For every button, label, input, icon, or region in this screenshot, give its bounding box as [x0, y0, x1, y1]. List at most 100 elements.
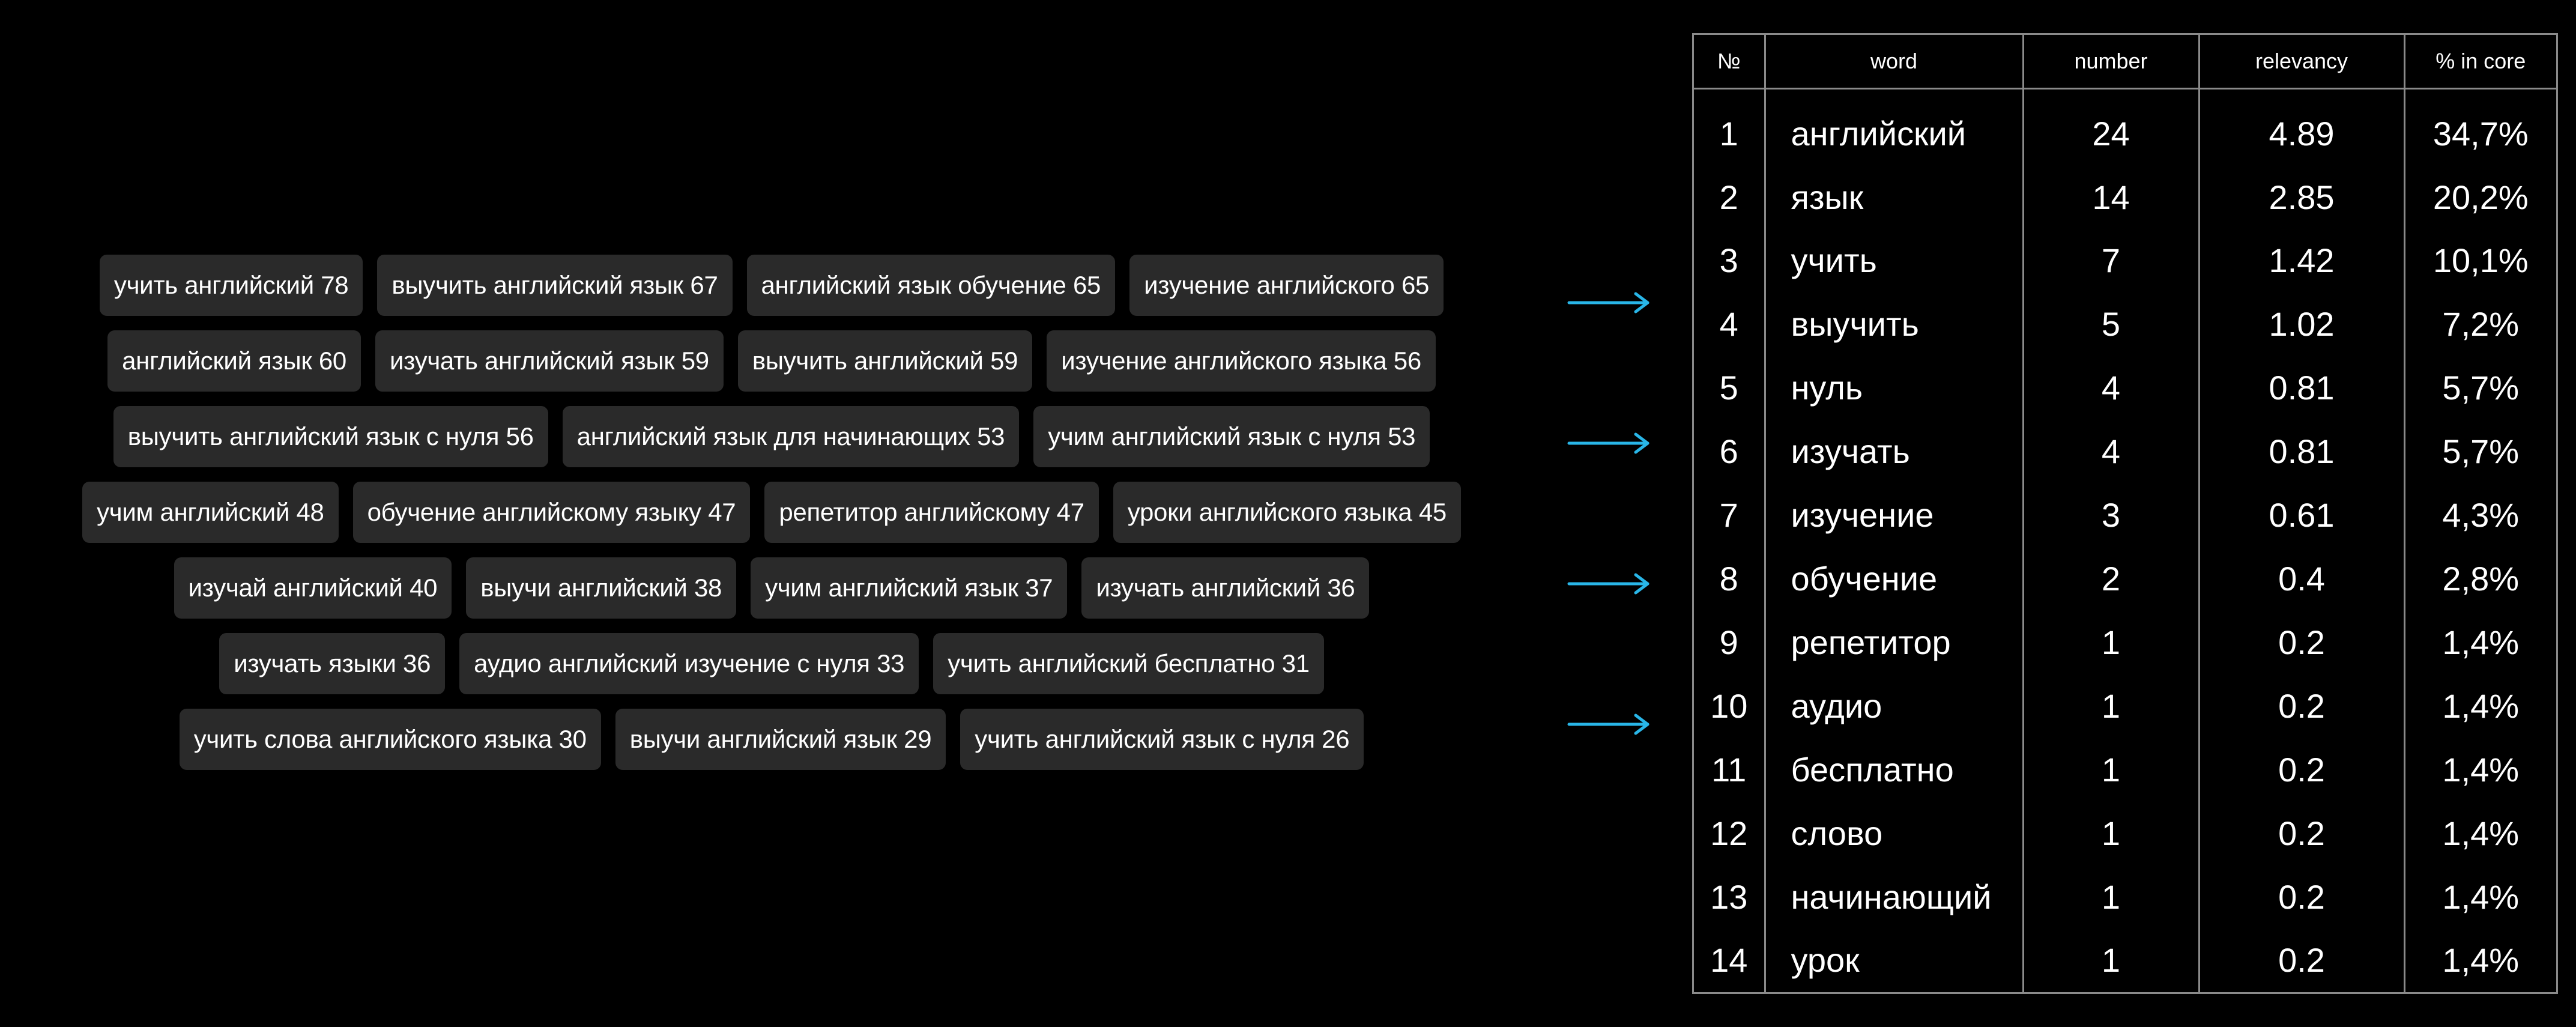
keyword-tag: учить слова английского языка 30 — [179, 709, 601, 770]
keyword-tag: аудио английский изучение с нуля 33 — [459, 633, 919, 694]
cell-no: 13 — [1710, 877, 1748, 916]
keyword-tag: выучить английский 59 — [737, 330, 1033, 392]
cell-no: 10 — [1710, 686, 1748, 725]
cell-word: учить — [1764, 229, 2023, 292]
keyword-tag: выучить английский язык с нуля 56 — [113, 406, 548, 467]
cell-relevancy: 0.81 — [2198, 419, 2404, 483]
cell-number: 4 — [2022, 356, 2199, 420]
cell-relevancy: 0.81 — [2198, 356, 2404, 420]
table-row: 4 выучить 5 1.02 7,2% — [1694, 292, 2556, 356]
keyword-tag: репетитор английскому 47 — [764, 482, 1099, 543]
cell-number: 1 — [2022, 674, 2199, 738]
column-header-number: number — [2022, 35, 2199, 89]
cell-pct-in-core: 7,2% — [2403, 292, 2556, 356]
cell-relevancy: 2.85 — [2198, 165, 2404, 229]
keyword-tag: английский язык для начинающих 53 — [562, 406, 1020, 467]
table-row: 7 изучение 3 0.61 4,3% — [1694, 483, 2556, 547]
table-row: 8 обучение 2 0.4 2,8% — [1694, 547, 2556, 611]
cell-number: 1 — [2022, 610, 2199, 674]
keyword-tag: изучать английский 36 — [1081, 557, 1370, 619]
cell-relevancy: 0.2 — [2198, 928, 2404, 992]
word-frequency-table: № word number relevancy % in core 1 англ… — [1692, 33, 2558, 994]
cell-number: 1 — [2022, 928, 2199, 992]
keyword-tag: уроки английского языка 45 — [1113, 482, 1461, 543]
cell-no: 5 — [1719, 369, 1738, 407]
cell-word: аудио — [1764, 674, 2023, 738]
keyword-tag: учим английский язык с нуля 53 — [1033, 406, 1430, 467]
column-header-word: word — [1764, 35, 2023, 89]
table-row: 3 учить 7 1.42 10,1% — [1694, 229, 2556, 292]
cell-relevancy: 0.2 — [2198, 865, 2404, 929]
cell-no: 7 — [1719, 496, 1738, 535]
table-row: 5 нуль 4 0.81 5,7% — [1694, 356, 2556, 420]
cell-pct-in-core: 1,4% — [2403, 928, 2556, 992]
table-row: 14 урок 1 0.2 1,4% — [1694, 928, 2556, 992]
cell-no: 11 — [1711, 750, 1747, 789]
cell-no: 9 — [1719, 623, 1738, 661]
right-arrow-icon — [1567, 572, 1651, 596]
cell-number: 1 — [2022, 865, 2199, 929]
keyword-tag: изучение английского 65 — [1129, 255, 1444, 316]
cell-pct-in-core: 1,4% — [2403, 610, 2556, 674]
cell-word: нуль — [1764, 356, 2023, 420]
tag-row: учим английский 48 обучение английскому … — [24, 482, 1519, 543]
cell-word: начинающий — [1764, 865, 2023, 929]
cell-pct-in-core: 1,4% — [2403, 801, 2556, 865]
cell-number: 3 — [2022, 483, 2199, 547]
cell-no: 6 — [1719, 432, 1738, 471]
keyword-tag: учим английский язык 37 — [751, 557, 1068, 619]
keyword-tag: изучать английский язык 59 — [375, 330, 724, 392]
cell-number: 1 — [2022, 738, 2199, 802]
cell-pct-in-core: 4,3% — [2403, 483, 2556, 547]
keyword-tag-cloud: учить английский 78 выучить английский я… — [24, 255, 1519, 784]
tag-row: учить слова английского языка 30 выучи а… — [24, 709, 1519, 770]
keyword-tag: английский язык обучение 65 — [746, 255, 1116, 316]
cell-number: 4 — [2022, 419, 2199, 483]
keyword-tag: выучи английский язык 29 — [615, 709, 946, 770]
cell-pct-in-core: 1,4% — [2403, 865, 2556, 929]
cell-relevancy: 0.2 — [2198, 738, 2404, 802]
column-header-pct-in-core: % in core — [2403, 35, 2556, 89]
tag-row: выучить английский язык с нуля 56 англий… — [24, 406, 1519, 467]
column-header-relevancy: relevancy — [2198, 35, 2404, 89]
table-row: 13 начинающий 1 0.2 1,4% — [1694, 865, 2556, 929]
word-table: № word number relevancy % in core 1 англ… — [1694, 35, 2556, 992]
table-row: 2 язык 14 2.85 20,2% — [1694, 165, 2556, 229]
table-row: 9 репетитор 1 0.2 1,4% — [1694, 610, 2556, 674]
cell-pct-in-core: 2,8% — [2403, 547, 2556, 611]
cell-no: 12 — [1710, 814, 1748, 852]
column-header-no: № — [1694, 35, 1765, 89]
tag-row: английский язык 60 изучать английский яз… — [24, 330, 1519, 392]
cell-relevancy: 4.89 — [2198, 88, 2404, 166]
keyword-tag: изучение английского языка 56 — [1047, 330, 1436, 392]
cell-relevancy: 0.61 — [2198, 483, 2404, 547]
cell-no: 8 — [1719, 559, 1738, 598]
cell-no: 14 — [1710, 941, 1748, 980]
cell-word: обучение — [1764, 547, 2023, 611]
cell-no: 4 — [1719, 305, 1738, 344]
table-row: 12 слово 1 0.2 1,4% — [1694, 801, 2556, 865]
right-arrow-icon — [1567, 291, 1651, 315]
keyword-tag: учить английский язык с нуля 26 — [960, 709, 1364, 770]
right-arrow-icon — [1567, 431, 1651, 455]
cell-number: 5 — [2022, 292, 2199, 356]
table-row: 11 бесплатно 1 0.2 1,4% — [1694, 738, 2556, 802]
keyword-tag: учить английский бесплатно 31 — [933, 633, 1324, 694]
cell-word: урок — [1764, 928, 2023, 992]
cell-pct-in-core: 20,2% — [2403, 165, 2556, 229]
cell-relevancy: 0.4 — [2198, 547, 2404, 611]
cell-number: 14 — [2022, 165, 2199, 229]
cell-word: язык — [1764, 165, 2023, 229]
tag-row: изучай английский 40 выучи английский 38… — [24, 557, 1519, 619]
cell-word: выучить — [1764, 292, 2023, 356]
keyword-tag: изучай английский 40 — [174, 557, 452, 619]
cell-number: 24 — [2022, 88, 2199, 166]
cell-no: 1 — [1719, 114, 1738, 153]
cell-pct-in-core: 5,7% — [2403, 356, 2556, 420]
cell-word: репетитор — [1764, 610, 2023, 674]
cell-relevancy: 1.02 — [2198, 292, 2404, 356]
keyword-tag: учить английский 78 — [99, 255, 363, 316]
cell-pct-in-core: 1,4% — [2403, 738, 2556, 802]
keyword-tag: изучать языки 36 — [219, 633, 446, 694]
keyword-tag: выучить английский язык 67 — [377, 255, 733, 316]
